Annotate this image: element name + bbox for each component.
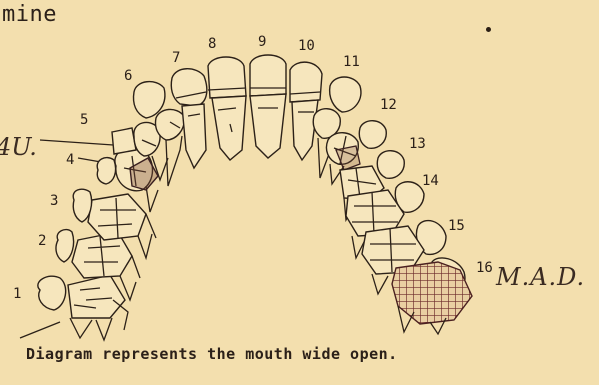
- tooth-number-11: 11: [343, 54, 360, 70]
- diagram-caption: Diagram represents the mouth wide open.: [26, 345, 398, 363]
- tooth-number-4: 4: [66, 152, 74, 168]
- right-molar-16-hatched: [392, 258, 472, 334]
- right-central-incisor-9: [250, 55, 286, 158]
- right-restoration-mark: [336, 146, 360, 170]
- tooth-number-2: 2: [38, 233, 46, 249]
- tooth-number-15: 15: [448, 218, 465, 234]
- ink-dot: [486, 27, 491, 32]
- tooth-number-13: 13: [409, 136, 426, 152]
- left-molar-1: [38, 275, 128, 340]
- tooth-number-3: 3: [50, 193, 58, 209]
- left-central-incisor-8: [208, 57, 246, 160]
- pointer-line-bottom: [20, 322, 60, 338]
- tooth-number-12: 12: [380, 97, 397, 113]
- tooth-number-1: 1: [13, 286, 21, 302]
- tooth-number-8: 8: [208, 36, 216, 52]
- tooth-number-14: 14: [422, 173, 439, 189]
- tooth-number-10: 10: [298, 38, 315, 54]
- tooth-number-6: 6: [124, 68, 132, 84]
- tooth-number-9: 9: [258, 34, 266, 50]
- handwritten-note-right: M.A.D.: [496, 263, 585, 291]
- tooth-number-16: 16: [476, 260, 493, 276]
- handwritten-note-left: 4U.: [0, 133, 37, 161]
- tooth-number-5: 5: [80, 112, 88, 128]
- tooth-number-7: 7: [172, 50, 180, 66]
